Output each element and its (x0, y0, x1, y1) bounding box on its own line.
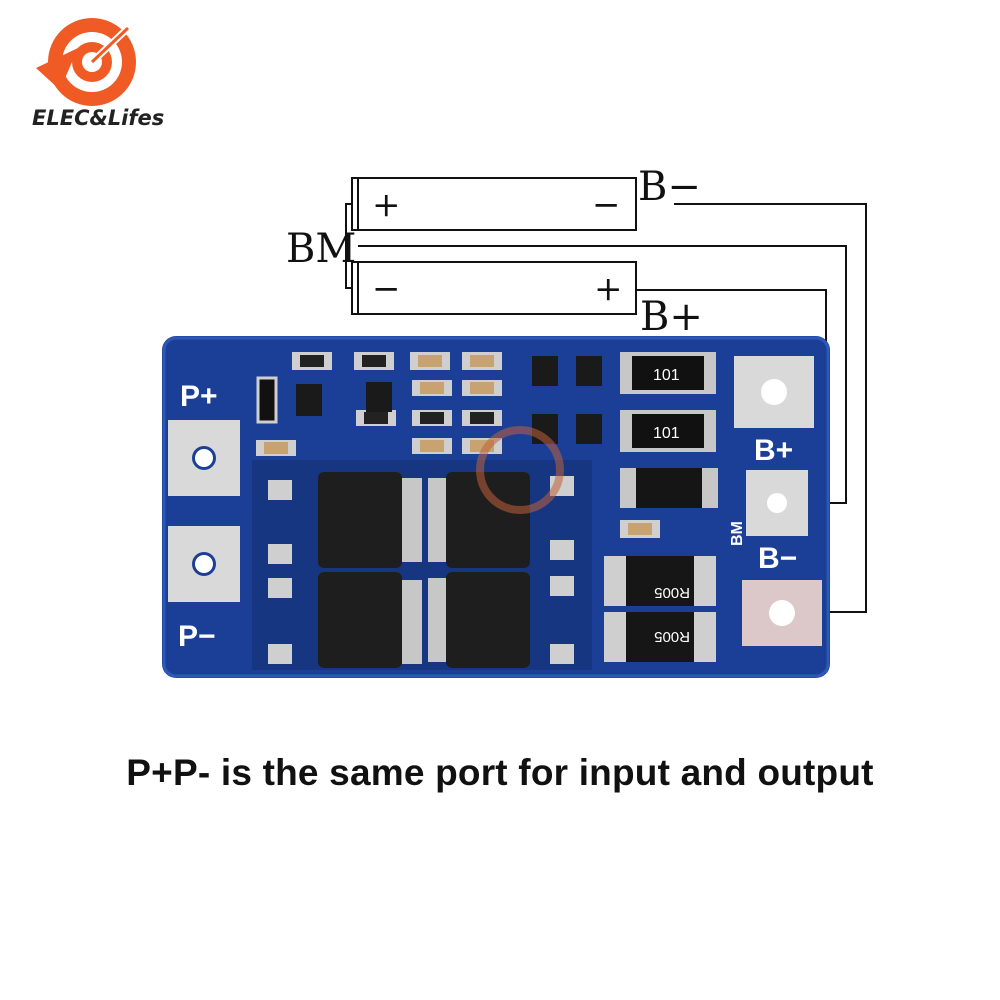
battery-bottom-minus: − (372, 269, 401, 309)
board-label-b-minus: B− (758, 542, 797, 575)
battery-top-minus: − (592, 185, 621, 225)
resistor-code-mid: 101 (653, 425, 680, 442)
board-label-p-plus: P+ (180, 380, 218, 413)
brand-name: ELEC&Lifes (32, 106, 165, 130)
resistor-code-top: 101 (653, 367, 680, 384)
board-label-bm: BM (729, 521, 746, 546)
diagram-label-b-minus: B− (638, 164, 701, 210)
diagram-label-b-plus: B+ (640, 294, 703, 340)
battery-wiring-diagram (345, 177, 867, 613)
battery-bottom-plus: + (594, 269, 623, 309)
shunt-code-upper: R005 (654, 584, 690, 601)
pcb-board (162, 336, 830, 678)
board-label-p-minus: P− (178, 620, 216, 653)
battery-top-plus: + (372, 185, 401, 225)
shunt-code-lower: R005 (654, 628, 690, 645)
board-logo-icon (476, 426, 564, 514)
caption-text: P+P- is the same port for input and outp… (126, 752, 874, 793)
brand-logo-icon (36, 18, 136, 106)
wire-bm (358, 245, 847, 504)
board-label-b-plus: B+ (754, 434, 793, 467)
wire-b-minus (674, 203, 867, 613)
diagram-label-bm: BM (286, 226, 356, 272)
